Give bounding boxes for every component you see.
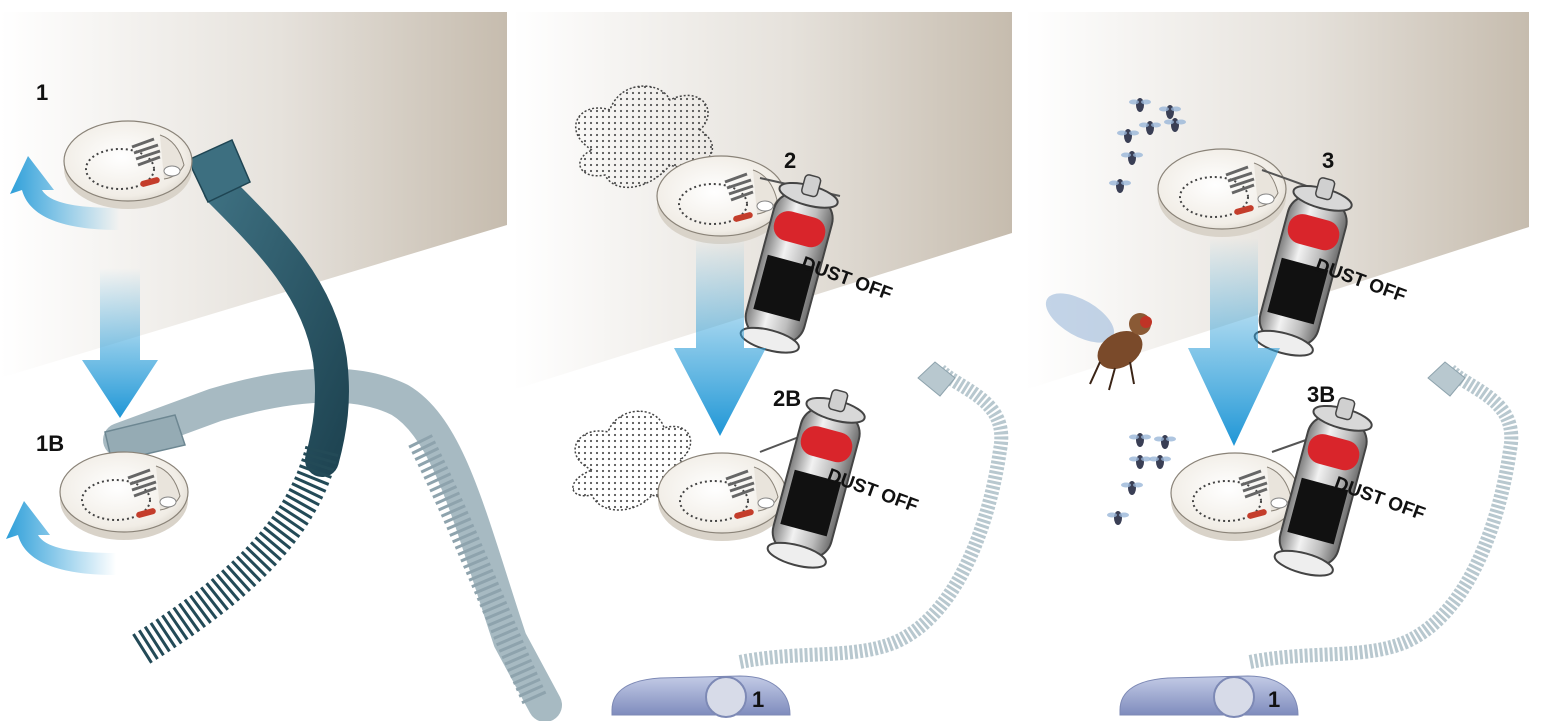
vacuum-label: 1 [752, 687, 764, 712]
step-label-1b: 1B [36, 431, 64, 456]
insect-swarm [1107, 433, 1176, 525]
smoke-detector-2b [658, 453, 786, 541]
step-label-1: 1 [36, 80, 48, 105]
smoke-detector-3 [1158, 149, 1286, 237]
vacuum-label: 1 [1268, 687, 1280, 712]
wall [0, 12, 507, 378]
panel-dust: 1 DUST OFF DUST OFF 2 2B [513, 12, 1012, 717]
step-label-2b: 2B [773, 386, 801, 411]
smoke-detector-1b [60, 452, 188, 540]
step-label-3: 3 [1322, 148, 1334, 173]
step-label-3b: 3B [1307, 382, 1335, 407]
smoke-detector-3b [1171, 453, 1299, 541]
smoke-detector-2 [657, 156, 785, 244]
panel-vacuum: 1 1B [0, 12, 545, 705]
vacuum-nozzle [1428, 362, 1465, 396]
vacuum-nozzle [918, 362, 955, 396]
step-label-2: 2 [784, 148, 796, 173]
smoke-detector-1 [64, 121, 192, 209]
panel-insects: 1 [1025, 12, 1529, 717]
